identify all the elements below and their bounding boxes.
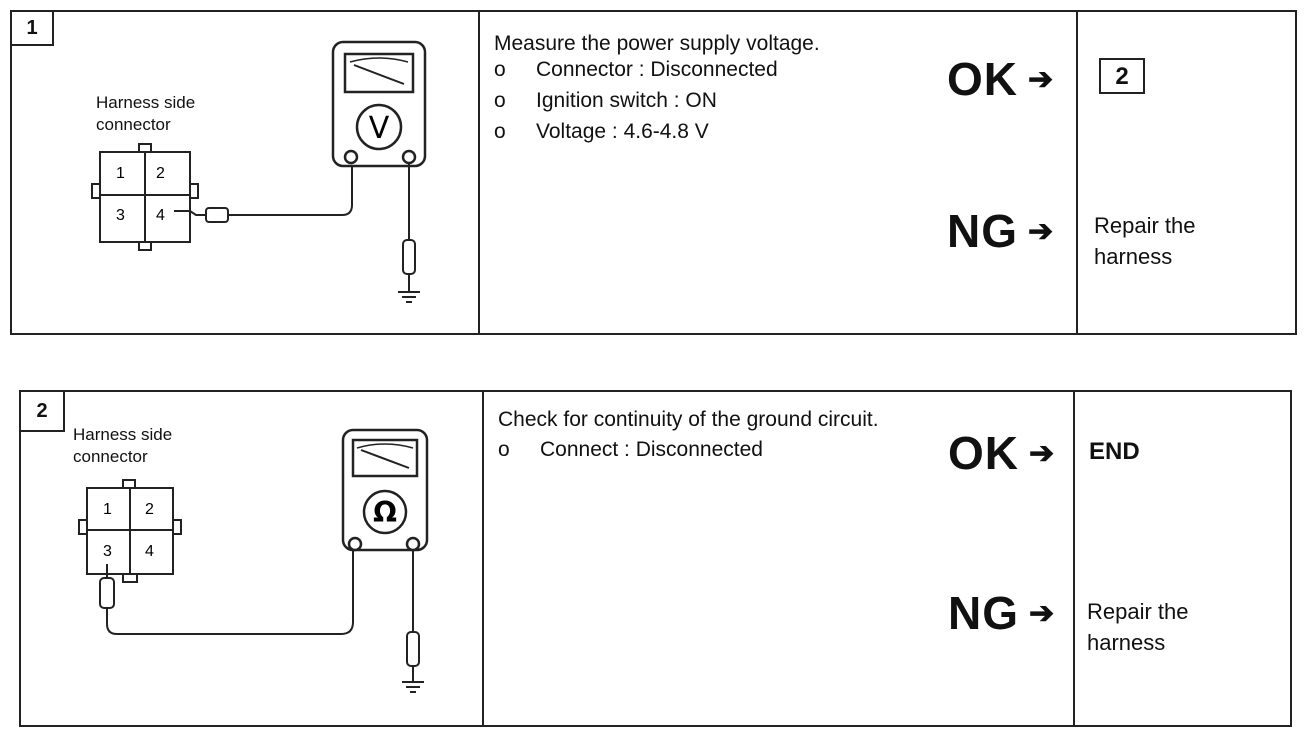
pin-label: 4 — [156, 207, 165, 224]
arrow-right-icon: ➔ — [1028, 214, 1054, 248]
connector-icon — [91, 143, 199, 251]
column-divider — [482, 392, 484, 725]
ok-outcome-end: END — [1089, 438, 1140, 465]
ground-probe — [402, 164, 416, 292]
pin-label: 1 — [103, 501, 112, 518]
step-title: Check for continuity of the ground circu… — [498, 408, 879, 431]
ground-probe — [406, 550, 420, 682]
ground-icon — [398, 291, 420, 303]
meter-symbol: V — [369, 111, 390, 146]
voltmeter-icon — [331, 40, 427, 168]
column-divider — [478, 12, 480, 333]
ok-label: OK — [948, 427, 1019, 479]
arrow-right-icon: ➔ — [1029, 596, 1055, 630]
ok-result: OK ➔ — [948, 426, 1054, 480]
step-number: 1 — [12, 12, 54, 46]
step-title: Measure the power supply voltage. — [494, 32, 820, 55]
meter-symbol: Ω — [373, 496, 397, 529]
ok-result: OK ➔ — [947, 52, 1053, 106]
ng-label: NG — [948, 587, 1019, 639]
pin-label: 3 — [103, 543, 112, 560]
voltage-test-diagram: 1 2 3 4 V — [91, 40, 427, 303]
pin-label: 2 — [156, 165, 165, 182]
pin-label: 3 — [116, 207, 125, 224]
step-2-box: 2 Harness side connector 1 2 3 4 — [19, 390, 1292, 727]
ng-result: NG ➔ — [948, 586, 1054, 640]
ok-label: OK — [947, 53, 1018, 105]
arrow-right-icon: ➔ — [1029, 436, 1055, 470]
ohmmeter-icon — [341, 428, 429, 552]
harness-side-label: Harness side connector — [73, 425, 173, 466]
ng-outcome: Repair the harness — [1087, 599, 1189, 655]
probe-lead — [174, 164, 353, 223]
ng-result: NG ➔ — [947, 204, 1053, 258]
goto-step-2-link[interactable]: 2 — [1099, 58, 1145, 94]
ng-outcome: Repair the harness — [1094, 213, 1196, 269]
connector-icon — [78, 479, 182, 583]
ground-icon — [402, 681, 424, 693]
continuity-test-diagram: 1 2 3 4 Ω — [78, 428, 429, 693]
step-number: 2 — [21, 392, 65, 432]
column-divider — [1076, 12, 1078, 333]
step-1-box: 1 Harness side connector 1 2 3 4 — [10, 10, 1297, 335]
ng-label: NG — [947, 205, 1018, 257]
harness-side-label: Harness side connector — [96, 93, 196, 134]
arrow-right-icon: ➔ — [1028, 62, 1054, 96]
pin-label: 1 — [116, 165, 125, 182]
probe-lead — [99, 550, 354, 635]
pin-label: 4 — [145, 543, 154, 560]
column-divider — [1073, 392, 1075, 725]
pin-label: 2 — [145, 501, 154, 518]
